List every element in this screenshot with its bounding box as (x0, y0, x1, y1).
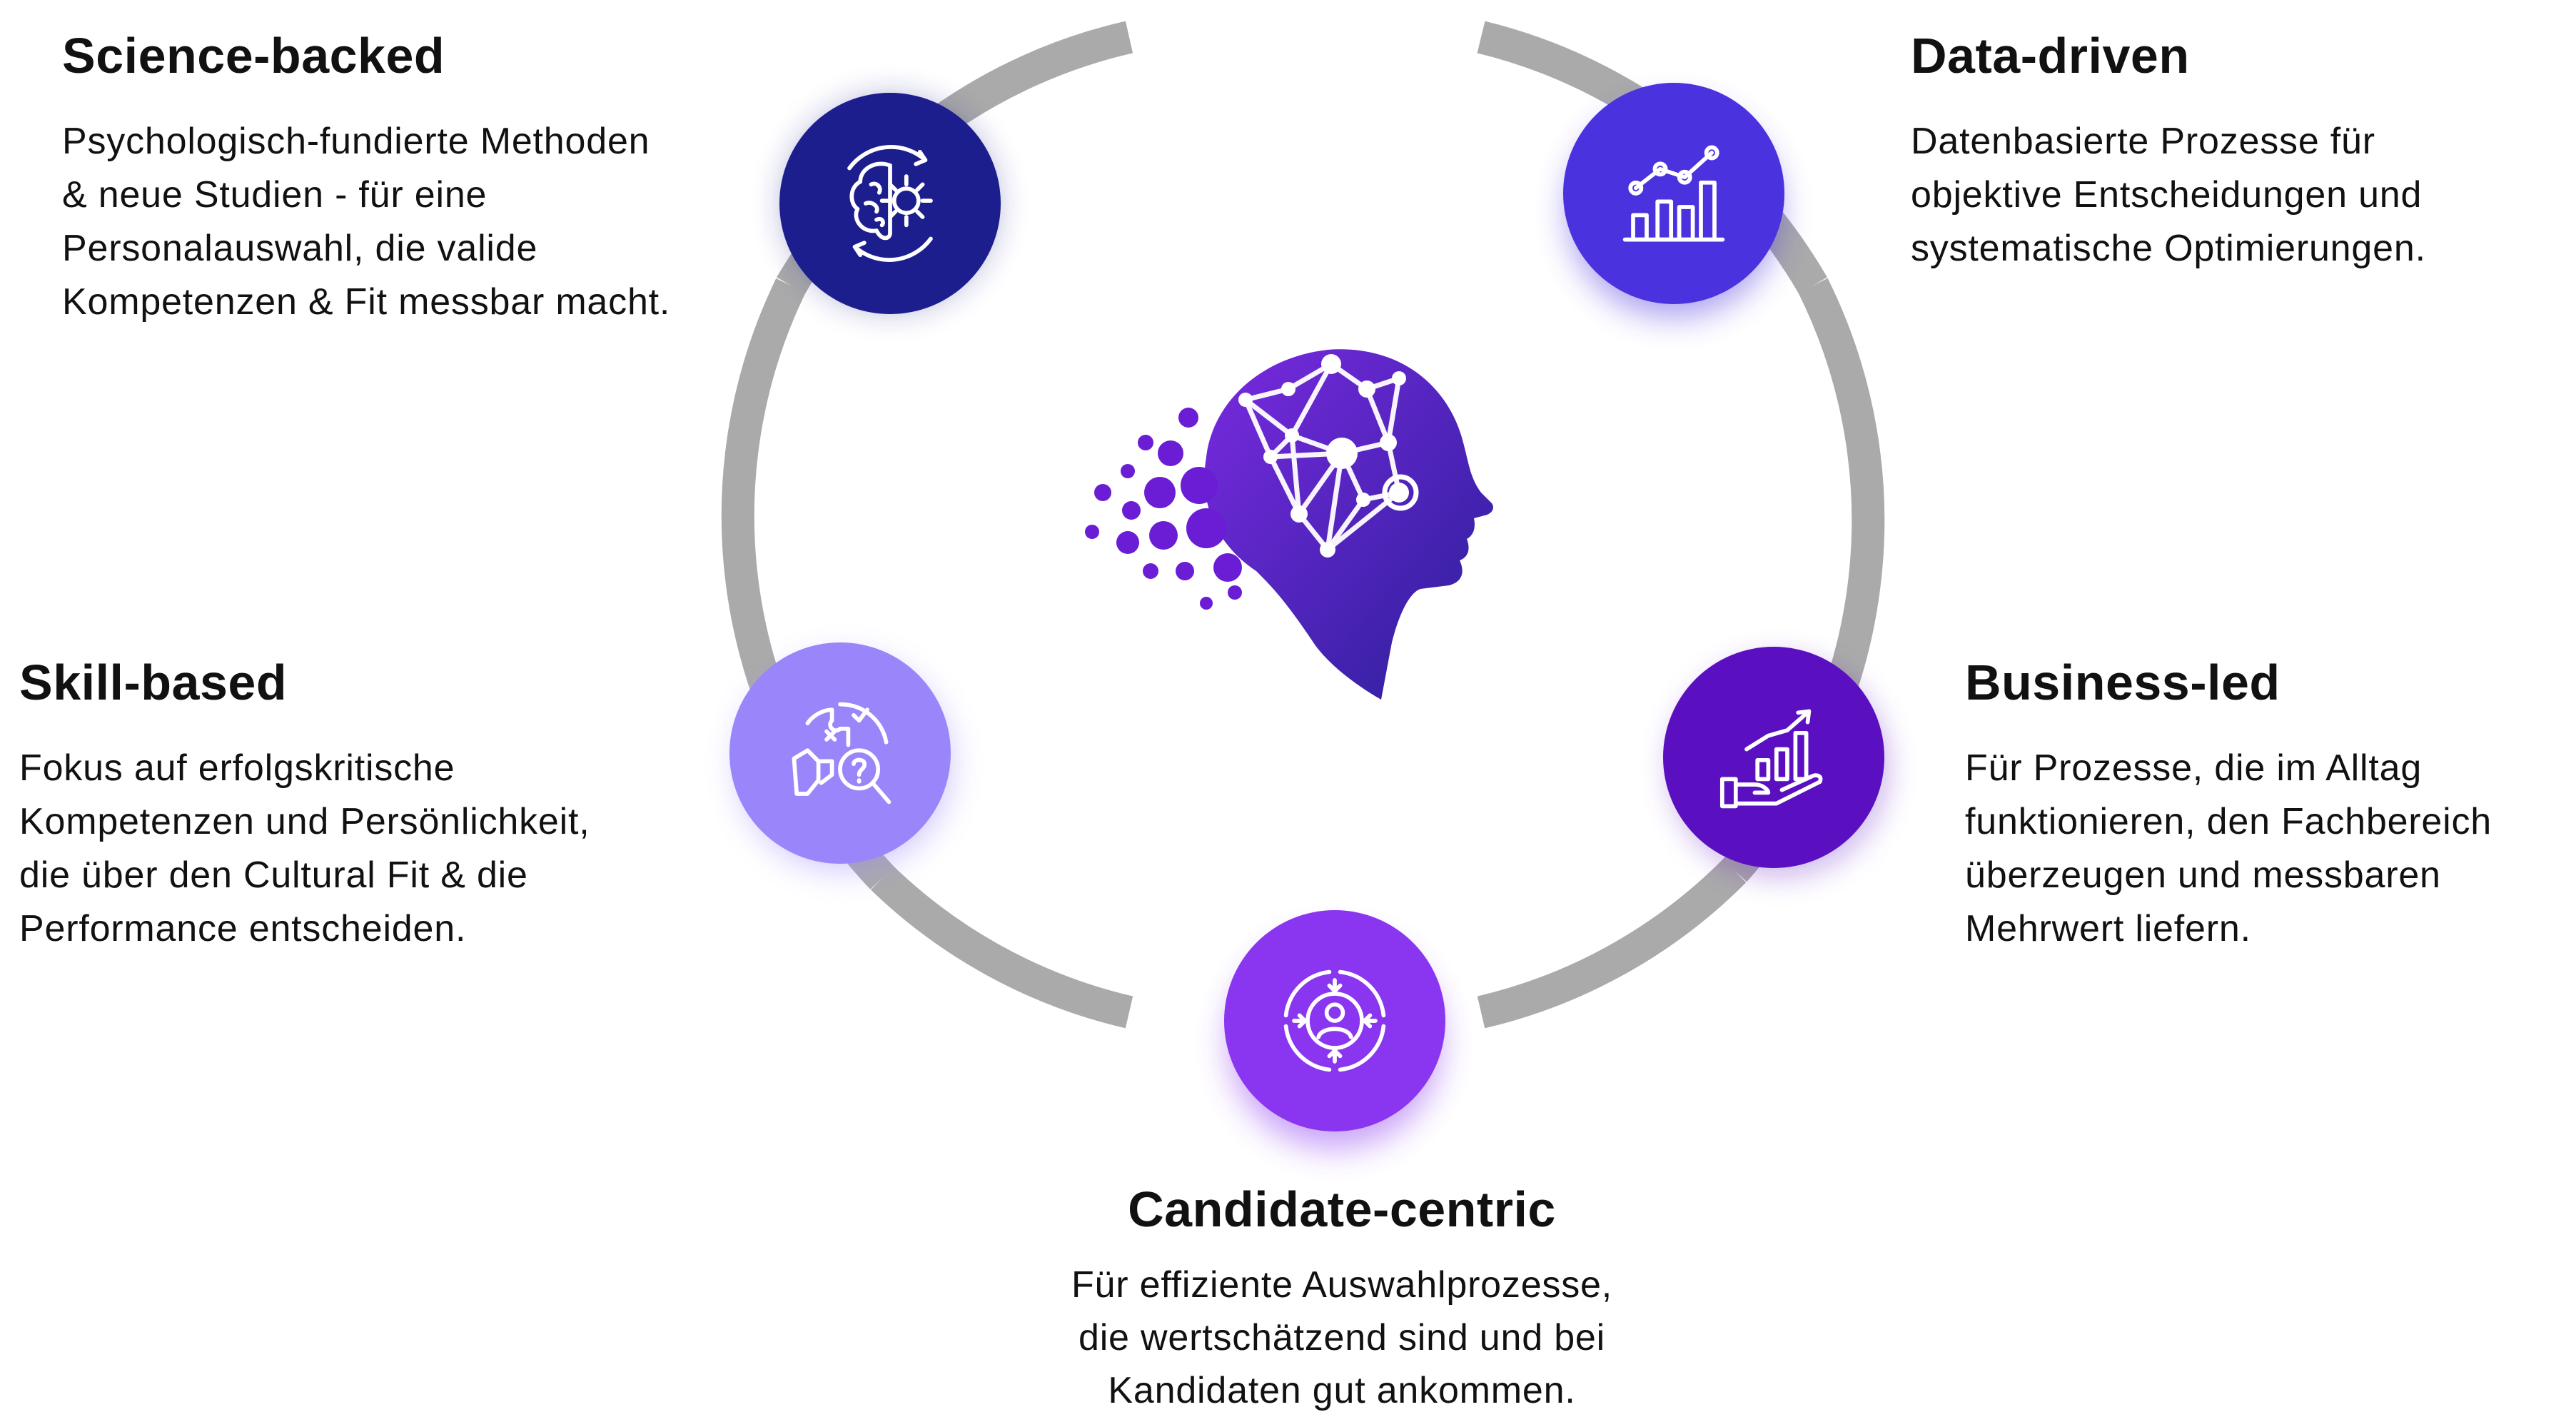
pillar-data-title: Data-driven (1911, 28, 2190, 84)
ring-arc-bottom-left (871, 866, 1133, 1029)
pillar-business-title: Business-led (1965, 655, 2280, 710)
pillar-data: Data-driven Datenbasierte Prozesse für o… (1911, 29, 2553, 276)
pillar-candidate: Candidate-centric Für effiziente Auswahl… (985, 1182, 1699, 1417)
pillar-business: Business-led Für Prozesse, die im Alltag… (1965, 655, 2565, 956)
business-badge (1663, 647, 1884, 868)
pillar-business-text: Für Prozesse, die im Alltag funktioniere… (1965, 747, 2492, 949)
puzzle-magnifier-icon (792, 702, 892, 805)
pillar-science: Science-backed Psychologisch-fundierte M… (62, 29, 776, 329)
pillar-science-text: Psychologisch-fundierte Methoden & neue … (62, 121, 671, 323)
user-circular-arrows-icon (1283, 969, 1386, 1072)
skill-badge (729, 642, 951, 864)
hand-growth-chart-icon (1719, 709, 1823, 809)
line-bar-chart-icon (1622, 145, 1725, 242)
brain-gear-icon (847, 145, 933, 262)
ring-arc-bottom-right (1477, 859, 1747, 1029)
science-badge (779, 93, 1001, 314)
pillar-science-title: Science-backed (62, 28, 445, 84)
pillar-skill-text: Fokus auf erfolgskritische Kompetenzen u… (19, 747, 590, 949)
pillar-skill-title: Skill-based (19, 655, 288, 710)
candidate-badge (1224, 910, 1445, 1131)
ai-head-network-icon (1085, 349, 1493, 700)
pillar-skill: Skill-based Fokus auf erfolgskritische K… (19, 655, 704, 956)
pillar-candidate-title: Candidate-centric (1128, 1181, 1556, 1237)
pillar-data-text: Datenbasierte Prozesse für objektive Ent… (1911, 121, 2426, 269)
pillar-candidate-text: Für effiziente Auswahlprozesse, die wert… (1071, 1264, 1612, 1411)
data-badge (1563, 83, 1784, 304)
